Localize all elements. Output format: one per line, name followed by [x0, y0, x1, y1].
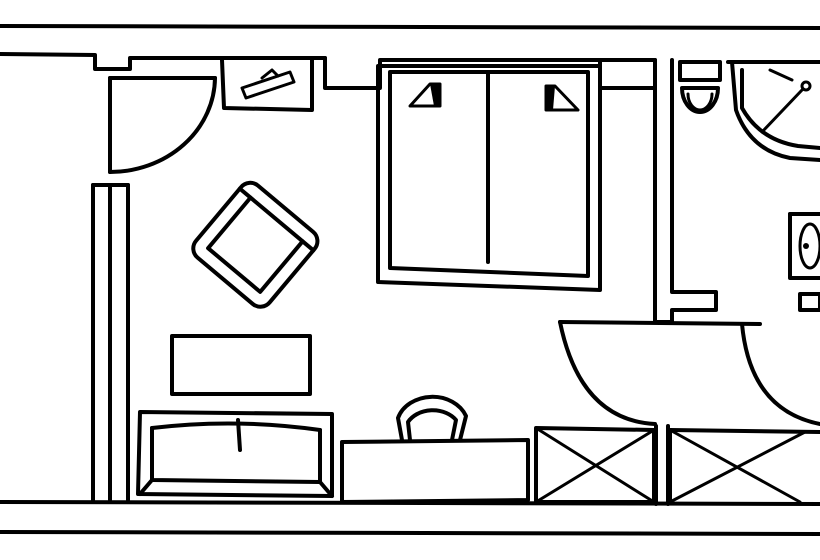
- wardrobe-left: [536, 428, 654, 502]
- armchair: [188, 178, 322, 312]
- bathroom-sink: [790, 214, 820, 310]
- outer-walls: [0, 26, 820, 534]
- double-bed: [378, 66, 600, 290]
- entrance-door: [110, 78, 215, 172]
- toilet: [680, 62, 720, 112]
- bathroom-walls: [655, 60, 716, 504]
- shower: [728, 62, 820, 160]
- desk-chair: [398, 397, 466, 440]
- sofa: [138, 412, 332, 496]
- entrance-wall: [93, 185, 128, 500]
- coffee-table: [172, 336, 310, 394]
- luggage-rack: [222, 60, 312, 110]
- desk: [342, 440, 528, 502]
- bathroom-door-swings: [560, 322, 820, 424]
- wardrobe-right: [670, 430, 820, 502]
